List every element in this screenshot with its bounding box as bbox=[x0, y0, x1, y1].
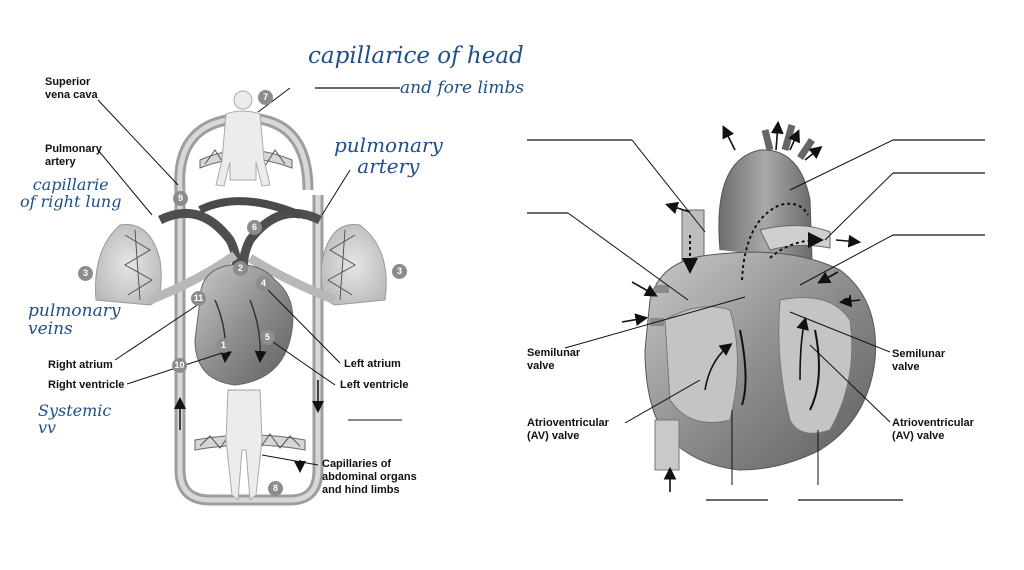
lower-body-figure bbox=[225, 389, 263, 502]
handwriting-pulmonary-veins: pulmonary veins bbox=[28, 301, 121, 339]
pulmonary-vein-vessel bbox=[148, 251, 238, 305]
marker-5: 5 bbox=[260, 330, 275, 345]
marker-4: 4 bbox=[256, 276, 271, 291]
heart-section-diagram bbox=[527, 120, 985, 501]
marker-7: 7 bbox=[258, 90, 273, 105]
label-right-ventricle: Right ventricle bbox=[48, 379, 125, 391]
label-av-valve-right: Atrioventricular (AV) valve bbox=[892, 417, 974, 442]
label-capillaries-abdominal: Capillaries of abdominal organs and hind… bbox=[322, 458, 417, 496]
label-pulmonary-artery: Pulmonary artery bbox=[45, 143, 102, 168]
label-left-atrium: Left atrium bbox=[344, 358, 401, 370]
marker-9: 9 bbox=[173, 191, 188, 206]
circulation-diagram bbox=[95, 87, 402, 506]
handwriting-systemic: Systemic vv bbox=[38, 401, 112, 437]
marker-8: 8 bbox=[268, 481, 283, 496]
marker-3-right: 3 bbox=[392, 264, 407, 279]
label-left-ventricle: Left ventricle bbox=[340, 379, 409, 391]
marker-3-left: 3 bbox=[78, 266, 93, 281]
handwriting-capillaries-head: capillarice of head bbox=[308, 43, 524, 69]
marker-11: 11 bbox=[191, 291, 206, 306]
marker-10: 10 bbox=[172, 358, 187, 373]
marker-6: 6 bbox=[247, 220, 262, 235]
label-av-valve-left: Atrioventricular (AV) valve bbox=[527, 417, 609, 442]
handwriting-forelimbs: and fore limbs bbox=[400, 78, 525, 98]
upper-body-figure bbox=[215, 90, 271, 187]
handwriting-pulmonary-artery: pulmonary artery bbox=[334, 133, 443, 178]
label-semilunar-right: Semilunar valve bbox=[892, 348, 946, 373]
label-semilunar-left: Semilunar valve bbox=[527, 347, 581, 372]
marker-1: 1 bbox=[216, 338, 231, 353]
handwriting-capillaries-lung: capillarie of right lung bbox=[20, 175, 122, 211]
label-right-atrium: Right atrium bbox=[48, 359, 113, 371]
label-superior-vena-cava: Superior vena cava bbox=[45, 76, 98, 101]
marker-2: 2 bbox=[233, 261, 248, 276]
left-heart bbox=[194, 264, 294, 386]
